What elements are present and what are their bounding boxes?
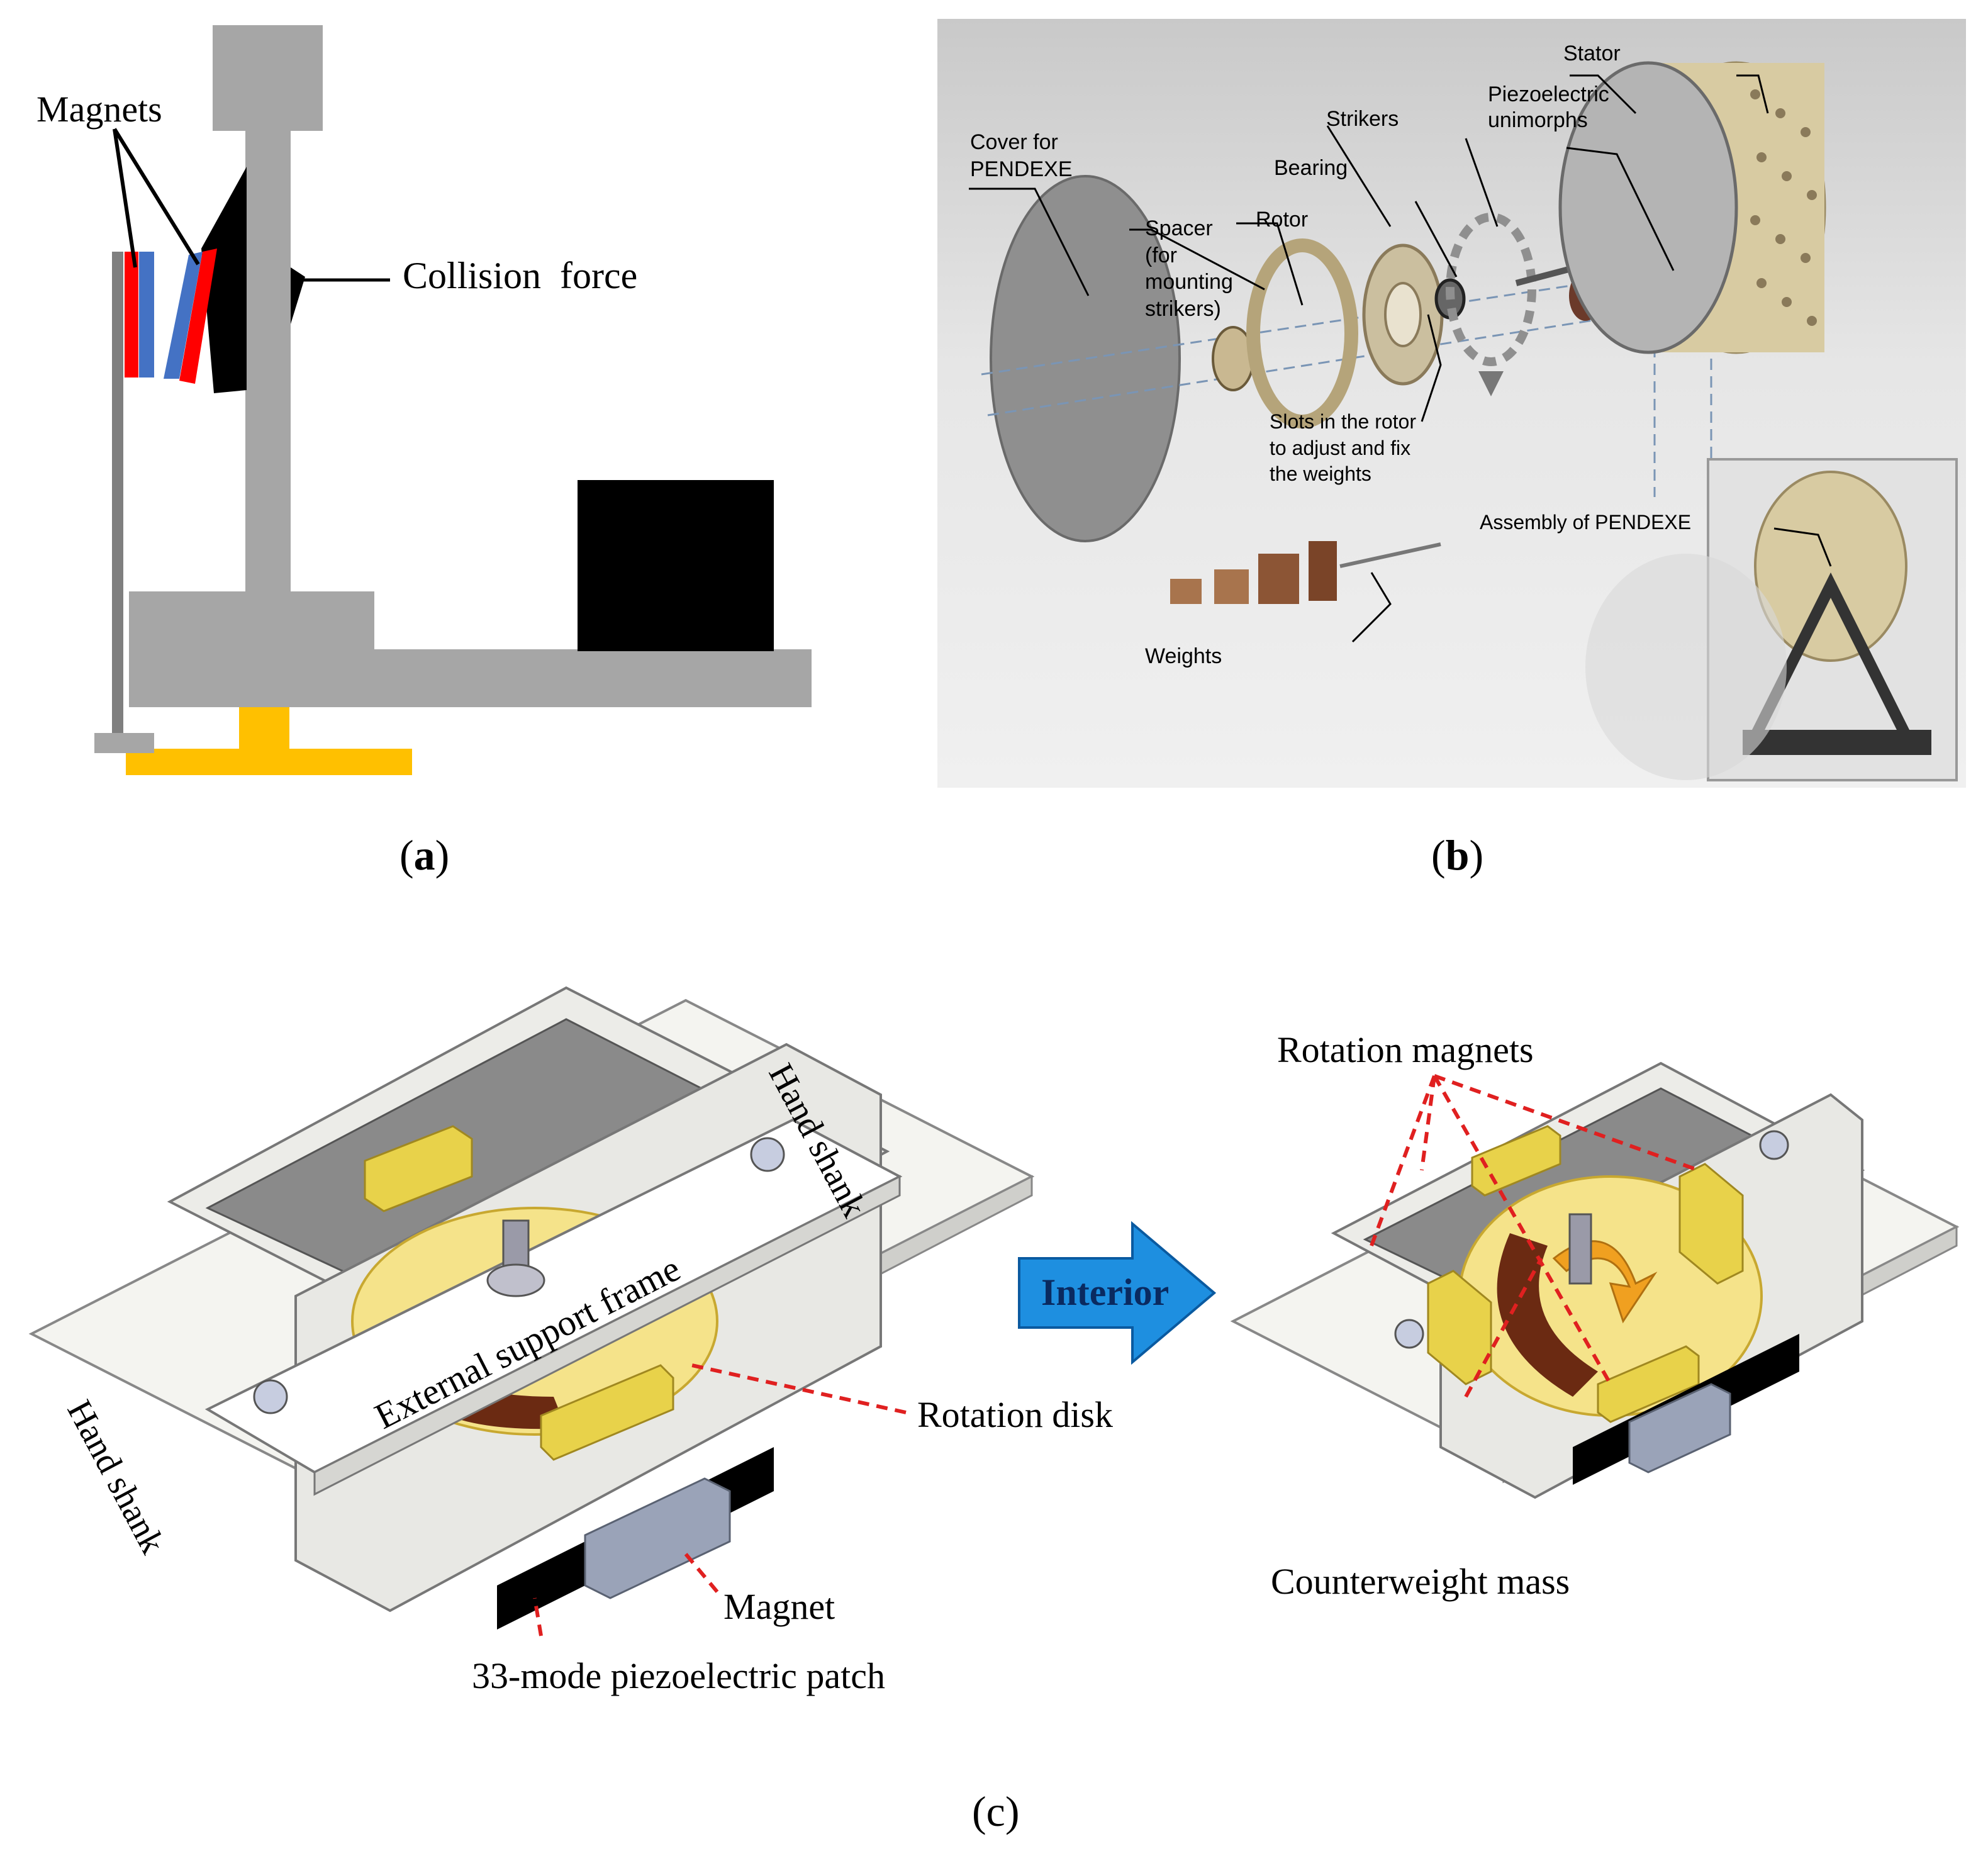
spacer-ring [1246,238,1358,428]
exploded-view-render [969,61,1958,781]
magnet-left-red [125,252,138,377]
weight-rod [1339,542,1441,568]
strikers-label: Strikers [1326,107,1399,131]
weight-1 [1170,579,1202,604]
screw-left [253,1379,288,1414]
left-device [28,986,1035,1636]
collision-force-label: Collision force [403,255,638,296]
magnets-pointer-1 [113,128,137,268]
weight-2 [1214,569,1249,604]
right-magnet-right [1678,1163,1744,1285]
interior-arrow [1018,1221,1217,1365]
interior-label: Interior [1041,1272,1170,1313]
spacer-label: Spacer (for mounting strikers) [1145,216,1233,321]
right-center-bolt [1568,1213,1592,1285]
collision-wedge [201,167,247,393]
panel-b: Cover for PENDEXE Spacer (for mounting s… [937,19,1966,788]
black-mass [578,480,774,651]
magnets-label: Magnets [36,89,162,130]
beam-block [129,591,374,654]
assembly-label: Assembly of PENDEXE [1480,511,1692,534]
panel-c: Hand shank Hand shank External support f… [0,931,1988,1749]
rotor-label: Rotor [1256,208,1309,232]
pendulum-diagram [94,25,812,775]
horizontal-beam [129,649,812,707]
right-counterweight-arc [1497,1233,1598,1397]
collision-tip [291,267,305,324]
magnet-label: Magnet [723,1586,835,1627]
rotor-inner [1384,282,1422,347]
top-magnet-holder [364,1125,473,1212]
yellow-base-plate [126,749,412,775]
right-magnet [1628,1383,1731,1474]
screw-right [750,1137,785,1172]
panel-a: Magnets Collision force [0,0,843,793]
magnet-left-blue [139,252,154,377]
caption-a: (a) [399,831,450,879]
caption-c: (c) [972,1787,1020,1835]
magnet-right-blue [164,252,203,379]
stator-front [1558,61,1738,354]
magnet-right-red [179,249,217,384]
top-block [213,25,323,131]
counterweight-label: Counterweight mass [1271,1561,1570,1602]
cover-label: Cover for PENDEXE [970,130,1073,181]
caption-b: (b) [1431,831,1484,879]
right-screw-right [1759,1130,1789,1160]
bolt-base [486,1263,545,1297]
rotation-disk-label: Rotation disk [917,1394,1113,1435]
inset-base [1743,730,1931,755]
right-dashed-pointers [1370,1074,1700,1398]
reflection-drum [1585,554,1787,780]
weight-3 [1258,554,1299,604]
vertical-column [245,126,291,595]
caption-b-letter: b [1445,831,1470,879]
caption-a-letter: a [413,831,435,879]
rotation-magnets-label: Rotation magnets [1277,1029,1534,1070]
assembly-axis-lines [981,276,1712,497]
right-magnet-left [1427,1270,1492,1385]
stator-label: Stator [1563,42,1621,65]
stator-holes [1750,89,1817,326]
bearing-label: Bearing [1274,156,1348,180]
right-device [1230,1061,1960,1499]
cover-disk [990,175,1181,542]
piezo-label: Piezoelectric unimorphs [1488,82,1609,132]
harvester-render [28,986,1960,1636]
yellow-base-stem [239,705,289,749]
bottom-magnet-holder [540,1364,674,1461]
weight-4 [1309,541,1337,601]
striker-tip [1478,371,1504,396]
support-rod [112,252,123,736]
callout-lines [969,74,1832,643]
right-screw-left [1394,1319,1424,1349]
left-dashed-pointers [533,1363,907,1636]
magnet-shape [584,1477,731,1599]
slots-label: Slots in the rotor to adjust and fix the… [1270,410,1416,486]
magnets-pointer-2 [113,128,200,266]
strikers-ring [1446,213,1536,366]
patch-label: 33-mode piezoelectric patch [472,1655,886,1696]
support-rod-foot [94,733,154,753]
weights-label: Weights [1145,644,1222,668]
